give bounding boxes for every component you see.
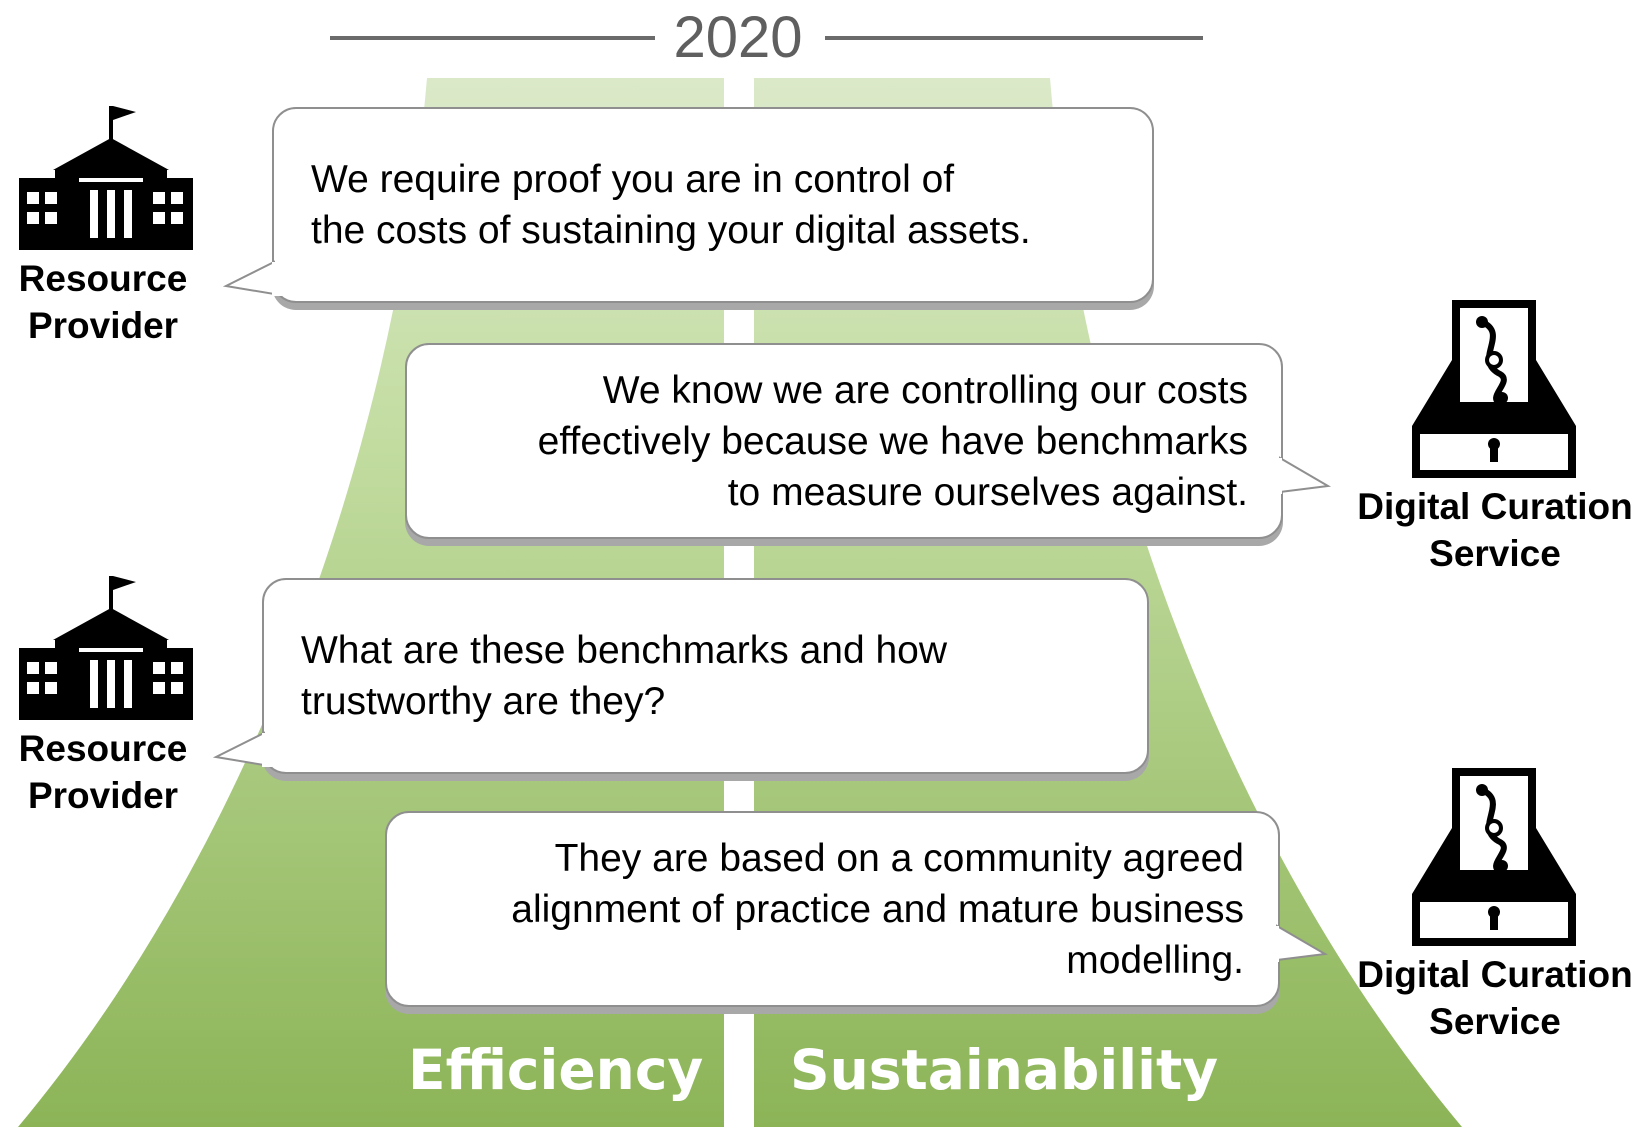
speech-bubble-tail-right	[1269, 924, 1329, 962]
actor-label: Resource Provider	[18, 728, 188, 816]
building-icon	[19, 576, 193, 720]
actor-label: Resource Provider	[18, 258, 188, 346]
speech-bubble-text: We know we are controlling our costs eff…	[537, 369, 1248, 514]
actor-label: Digital Curation Service	[1357, 954, 1633, 1042]
speech-bubble-tail-left	[212, 731, 272, 767]
actor-resource-provider-2: Resource Provider	[8, 570, 198, 819]
actor-label: Digital Curation Service	[1357, 486, 1633, 574]
year-label: 2020	[673, 5, 803, 70]
speech-bubble-tail-right	[1272, 456, 1332, 494]
building-icon	[19, 106, 193, 250]
speech-bubble-2: We know we are controlling our costs eff…	[405, 343, 1283, 539]
speech-bubble-3: What are these benchmarks and how trustw…	[262, 578, 1149, 774]
speech-bubble-text: They are based on a community agreed ali…	[511, 837, 1244, 982]
archive-icon	[1412, 300, 1576, 478]
lane-label-efficiency: Efficiency	[408, 1038, 704, 1102]
speech-bubble-tail-left	[222, 260, 282, 296]
speech-bubble-1: We require proof you are in control of t…	[272, 107, 1154, 303]
actor-digital-curation-service-2: Digital Curation Service	[1345, 766, 1645, 1045]
speech-bubble-4: They are based on a community agreed ali…	[385, 811, 1280, 1007]
speech-bubble-text: We require proof you are in control of t…	[311, 158, 1031, 252]
year-line-left	[330, 36, 655, 40]
actor-digital-curation-service-1: Digital Curation Service	[1345, 298, 1645, 577]
speech-bubble-text: What are these benchmarks and how trustw…	[301, 629, 948, 723]
actor-resource-provider-1: Resource Provider	[8, 100, 198, 349]
lane-label-sustainability: Sustainability	[790, 1038, 1219, 1102]
archive-icon	[1412, 768, 1576, 946]
year-line-right	[825, 36, 1203, 40]
